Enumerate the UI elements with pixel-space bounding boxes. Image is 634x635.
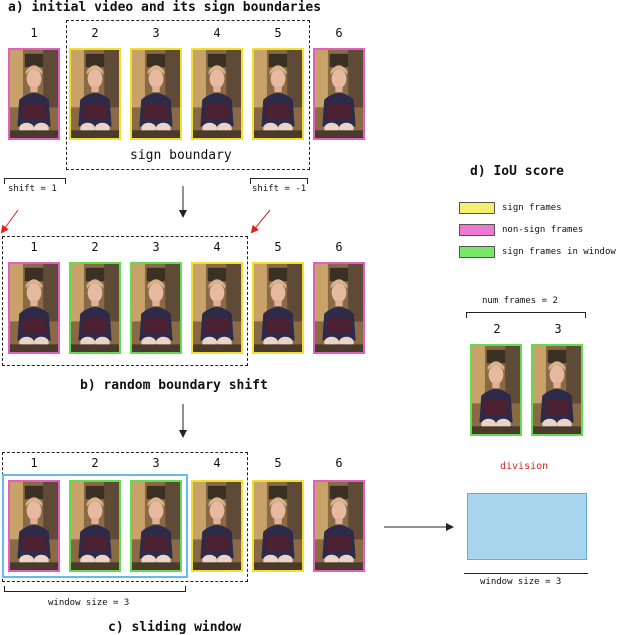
shifted-boundary-box <box>2 236 248 366</box>
video-frame <box>313 262 365 354</box>
frame-number: 6 <box>335 456 343 470</box>
sign-boundary-label: sign boundary <box>130 148 232 163</box>
frame-number: 2 <box>91 240 99 254</box>
frame-number: 5 <box>274 26 282 40</box>
shift-right-bracket <box>250 178 308 184</box>
title-c: c) sliding window <box>108 620 242 635</box>
frame-number: 1 <box>30 456 38 470</box>
window-size-label-c: window size = 3 <box>48 598 130 608</box>
title-a: a) initial video and its sign boundaries <box>8 0 322 15</box>
frame-number: 3 <box>152 456 160 470</box>
video-frame <box>252 48 304 140</box>
frame-number: 3 <box>152 240 160 254</box>
frame-number: 4 <box>213 456 221 470</box>
sliding-window <box>2 474 188 578</box>
frame-number: 6 <box>335 26 343 40</box>
video-frame <box>130 48 182 140</box>
window-size-underline <box>464 573 588 574</box>
video-frame <box>130 480 182 572</box>
shift-left-bracket <box>4 178 66 184</box>
video-frame <box>252 480 304 572</box>
video-frame <box>313 48 365 140</box>
title-d: d) IoU score <box>470 164 564 179</box>
title-b: b) random boundary shift <box>80 378 268 393</box>
legend-label: non-sign frames <box>502 225 584 235</box>
num-frames-bracket <box>466 312 586 318</box>
video-frame <box>191 480 243 572</box>
sign-boundary-box <box>66 20 310 170</box>
video-frame <box>8 480 60 572</box>
legend-swatch-in-window <box>459 246 495 258</box>
frame-number: 3 <box>152 26 160 40</box>
video-frame <box>470 344 522 436</box>
video-frame <box>8 262 60 354</box>
frame-number: 2 <box>91 26 99 40</box>
division-label: division <box>500 461 549 472</box>
video-frame <box>8 48 60 140</box>
frame-number: 4 <box>213 26 221 40</box>
video-frame <box>130 262 182 354</box>
iou-frame-number: 2 <box>493 322 501 336</box>
video-frame <box>313 480 365 572</box>
legend-swatch-sign <box>459 202 495 214</box>
shift-left-label: shift = 1 <box>8 184 57 194</box>
video-frame <box>252 262 304 354</box>
video-frame <box>531 344 583 436</box>
iou-frame-number: 3 <box>554 322 562 336</box>
window-size-bracket-c <box>4 586 186 592</box>
legend-label: sign frames <box>502 203 562 213</box>
frame-number: 5 <box>274 240 282 254</box>
shift-right-label: shift = -1 <box>252 184 307 194</box>
frame-number: 5 <box>274 456 282 470</box>
window-size-label-d: window size = 3 <box>480 577 562 587</box>
frame-number: 2 <box>91 456 99 470</box>
video-frame <box>69 48 121 140</box>
shift-arrow-right <box>250 209 271 234</box>
frame-number: 6 <box>335 240 343 254</box>
video-frame <box>69 262 121 354</box>
frame-number: 1 <box>30 240 38 254</box>
video-frame <box>191 262 243 354</box>
window-size-rect <box>467 493 587 560</box>
frame-number: 4 <box>213 240 221 254</box>
num-frames-label: num frames = 2 <box>482 296 558 306</box>
legend-swatch-non-sign <box>459 224 495 236</box>
shift-arrow-left <box>0 209 19 234</box>
legend-label: sign frames in window <box>502 247 616 257</box>
video-frame <box>191 48 243 140</box>
frame-number: 1 <box>30 26 38 40</box>
video-frame <box>69 480 121 572</box>
